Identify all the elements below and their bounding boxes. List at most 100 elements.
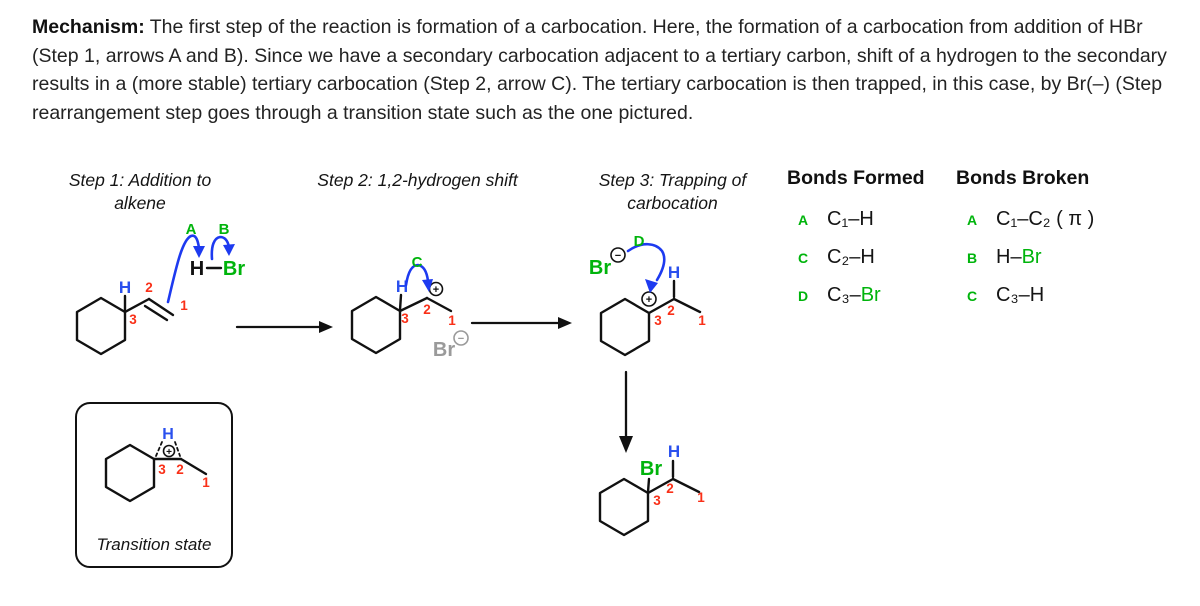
transition-state-label: Transition state	[96, 535, 212, 554]
cyclohexane-ring	[599, 297, 651, 357]
curved-arrow-b-head	[223, 244, 235, 256]
curved-arrow-a-head	[193, 246, 205, 258]
bonds-broken-title: Bonds Broken	[956, 167, 1090, 189]
carbon-number-2: 2	[145, 280, 153, 295]
hydrogen-label: H	[396, 277, 408, 296]
curved-arrow-d-head	[645, 279, 658, 293]
product-structure: Br H 3 2 1	[598, 442, 705, 537]
c3-h-bond	[398, 293, 403, 312]
hbr-hydrogen-label: H	[190, 258, 204, 280]
bond-row-formed-d: D C₃–Br	[787, 284, 925, 309]
bromide-spectator-label: Br	[433, 339, 455, 361]
svg-text:+: +	[433, 284, 439, 296]
plus-charge-icon: +	[641, 291, 657, 307]
minus-charge-icon: −	[610, 247, 626, 263]
bond-letter: B	[967, 250, 978, 266]
bond-row-formed-a: A C₁–H	[787, 208, 925, 233]
bond-letter: C	[967, 288, 978, 304]
reaction-arrow-down	[619, 370, 633, 453]
partial-bond-h-c3	[155, 441, 163, 457]
carbon-number-3: 3	[129, 312, 137, 327]
cyclohexane-ring	[75, 296, 127, 356]
carbon-number-3: 3	[653, 493, 661, 508]
c3-c2-bond	[646, 477, 675, 495]
bond-formula: C₃–H	[996, 284, 1045, 306]
bond-formula: C₂–H	[827, 246, 875, 268]
c2-c1-double-bond-b	[143, 304, 169, 322]
bonds-formed-title: Bonds Formed	[787, 167, 925, 189]
arrow-label-a: A	[186, 221, 197, 238]
paragraph-line-3: results in a (more stable) tertiary carb…	[32, 73, 1163, 95]
svg-text:+: +	[166, 447, 172, 458]
c2-c1-bond	[672, 297, 702, 314]
curved-arrow-c	[404, 263, 430, 287]
hydrogen-label: H	[668, 263, 680, 282]
svg-text:+: +	[646, 294, 652, 306]
migrating-hydrogen-label: H	[162, 426, 174, 443]
plus-charge-icon: +	[428, 281, 444, 297]
c3-c2-bond	[123, 297, 151, 314]
arrow-label-b: B	[219, 221, 230, 238]
c2-c1-bond	[425, 296, 453, 313]
bond-row-broken-b: B H–Br	[956, 246, 1094, 271]
carbon-number-1: 1	[202, 475, 210, 490]
bond-letter: D	[798, 288, 809, 304]
bond-row-broken-c: C C₃–H	[956, 284, 1094, 309]
carbon-number-3: 3	[401, 311, 409, 326]
reaction-arrow-2	[470, 317, 572, 329]
bond-letter: C	[798, 250, 809, 266]
step2-structure: H + 3 2 1 C Br −	[350, 254, 469, 361]
c3-br-bond	[646, 477, 651, 494]
bonds-broken-column: Bonds Broken A C₁–C₂ ( π ) B H–Br C C₃–H	[956, 167, 1094, 322]
curved-arrow-a	[166, 234, 201, 304]
bond-letter: A	[967, 212, 978, 228]
mechanism-paragraph: Mechanism: The first step of the reactio…	[32, 13, 1200, 127]
step1-heading: Step 1: Addition to alkene	[68, 170, 212, 213]
reaction-arrow-1	[235, 321, 333, 333]
c3-c2-bond	[398, 296, 429, 313]
arrow-label-d: D	[634, 233, 645, 250]
carbon-number-2: 2	[176, 462, 184, 477]
step3-heading: Step 3: Trapping of carbocation	[598, 170, 747, 213]
hbr-bromine-label: Br	[223, 258, 245, 280]
svg-text:−: −	[615, 250, 621, 262]
partial-bond-h-c2	[174, 441, 181, 457]
c3-c2-bond	[647, 297, 676, 315]
transition-state-structure: H + 3 2 1	[104, 426, 210, 503]
carbon-number-1: 1	[448, 313, 456, 328]
bond-formula: C₃–Br	[827, 284, 881, 306]
cyclohexane-ring	[104, 443, 156, 503]
carbon-number-1: 1	[698, 313, 706, 328]
reaction-arrow-down-head	[619, 436, 633, 453]
c2-c1-bond	[671, 477, 701, 494]
step3-structure: + H 2 1 3 Br − D	[589, 233, 706, 357]
bond-letter: A	[798, 212, 809, 228]
curved-arrow-d	[626, 242, 666, 282]
carbon-number-1: 1	[180, 298, 188, 313]
cyclohexane-ring	[350, 295, 402, 355]
c2-c1-double-bond-a	[147, 297, 175, 317]
svg-text:−: −	[458, 333, 464, 345]
reaction-arrow-1-head	[319, 321, 333, 333]
bonds-formed-column: Bonds Formed A C₁–H C C₂–H D C₃–Br	[787, 167, 925, 322]
paragraph-line-2: (Step 1, arrows A and B). Since we have …	[32, 44, 1167, 67]
paragraph-line-4: rearrangement step goes through a transi…	[32, 101, 694, 124]
hydrogen-label: H	[119, 278, 131, 297]
carbon-number-3: 3	[158, 462, 166, 477]
reaction-arrow-2-head	[558, 317, 572, 329]
arrow-label-c: C	[412, 254, 423, 271]
carbon-number-3: 3	[654, 313, 662, 328]
paragraph-line-1: Mechanism: The first step of the reactio…	[32, 16, 1143, 38]
cyclohexane-ring	[598, 477, 650, 537]
minus-charge-icon: −	[453, 330, 469, 346]
bromide-label: Br	[589, 257, 611, 279]
bond-formula: C₁–C₂ ( π )	[996, 208, 1095, 230]
carbon-number-2: 2	[423, 302, 431, 317]
curved-arrow-c-head	[422, 279, 433, 292]
carbon-number-2: 2	[667, 303, 675, 318]
bond-formula: H–Br	[996, 246, 1042, 268]
bond-row-formed-c: C C₂–H	[787, 246, 925, 271]
plus-charge-icon: +	[162, 444, 176, 458]
bond-row-broken-a: A C₁–C₂ ( π )	[956, 208, 1094, 233]
